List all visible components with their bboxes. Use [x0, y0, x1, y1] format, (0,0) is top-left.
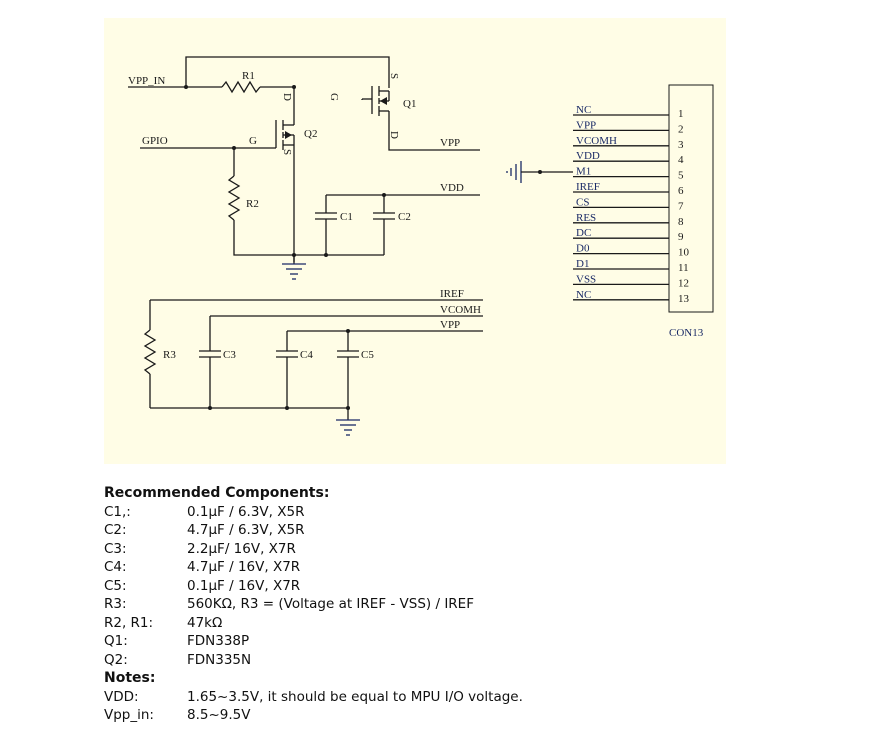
connector-pin-label: VCOMH: [576, 135, 617, 147]
row-value: 0.1µF / 6.3V, X5R: [187, 503, 305, 520]
notes-heading: Notes:: [104, 670, 156, 686]
connector-pin-label: NC: [576, 289, 591, 301]
component-row: Vpp_in: 8.5~9.5V: [104, 706, 804, 725]
row-key: VDD:: [104, 688, 139, 705]
q1-gate-pin: G: [328, 93, 340, 101]
connector-pin-label: DC: [576, 227, 591, 239]
row-value: 4.7µF / 6.3V, X5R: [187, 522, 305, 538]
row-value: FDN335N: [187, 651, 252, 668]
ground-symbol-connector: [506, 161, 573, 183]
con13-connector: [668, 84, 714, 313]
row-key: Q2:: [104, 651, 128, 668]
row-value: 47kΩ: [187, 614, 223, 631]
row-key: R2, R1:: [104, 614, 154, 631]
row-value: 0.1µF / 16V, X7R: [187, 577, 301, 594]
r1-label: R1: [242, 70, 255, 82]
connector-pin-label: VPP: [576, 119, 596, 131]
connector-pin-label: M1: [576, 166, 591, 178]
r2-label: R2: [246, 198, 259, 210]
net-label-vpp-bottom: VPP: [440, 319, 460, 331]
recommended-components: Recommended Components: C1,: 0.1µF / 6.3V…: [104, 484, 804, 725]
ground-symbol-2: [336, 419, 360, 436]
connector-pin-number: 8: [678, 216, 684, 228]
connector-pin-number: 5: [678, 170, 684, 182]
row-value: FDN338P: [187, 633, 250, 649]
component-row: R3: 560KΩ, R3 = (Voltage at IREF - VSS) /…: [104, 595, 804, 614]
row-key: Vpp_in:: [104, 707, 154, 723]
component-row: Q1: FDN338P: [104, 632, 804, 651]
c3-label: C3: [223, 349, 236, 361]
connector-pin-label: VSS: [576, 273, 596, 285]
q1-mosfet: [362, 86, 390, 116]
c1-label: C1: [340, 211, 353, 223]
row-key: R3:: [104, 596, 127, 612]
connector-pin-number: 4: [678, 154, 684, 166]
connector-pin-number: 11: [678, 262, 689, 274]
connector-pin-label: VDD: [576, 150, 600, 162]
connector-pin-number: 10: [678, 247, 690, 259]
c4-label: C4: [300, 349, 313, 361]
net-label-vdd: VDD: [440, 182, 464, 194]
connector-pin-label: NC: [576, 104, 591, 116]
component-row: VDD: 1.65~3.5V, it should be equal to MPU…: [104, 688, 804, 707]
c5-label: C5: [361, 349, 374, 361]
c2-label: C2: [398, 211, 411, 223]
connector-pin-label: D0: [576, 243, 590, 255]
connector-pin-label: CS: [576, 196, 589, 208]
connector-pin-number: 13: [678, 293, 690, 305]
component-row: C5: 0.1µF / 16V, X7R: [104, 577, 804, 596]
q2-drain-pin: D: [281, 93, 293, 101]
connector-pin-number: 2: [678, 123, 684, 135]
r3-label: R3: [163, 349, 176, 361]
r2-resistor: [227, 175, 241, 221]
components-list: C1,: 0.1µF / 6.3V, X5R C2: 4.7µF / 6.3V, X5…: [104, 503, 804, 670]
q1-drain-pin: D: [388, 131, 400, 139]
ground-symbol-1: [282, 255, 306, 280]
row-value: 560KΩ, R3 = (Voltage at IREF - VSS) / IR…: [187, 596, 474, 612]
q2-mosfet: [275, 112, 295, 150]
row-key: C2:: [104, 522, 127, 538]
net-label-vcomh: VCOMH: [440, 304, 481, 316]
net-label-vpp-in: VPP_IN: [128, 75, 165, 87]
row-value: 2.2µF/ 16V, X7R: [187, 540, 296, 557]
connector-pin-number: 9: [678, 231, 684, 243]
connector-pin-label: D1: [576, 258, 589, 270]
q2-gate-pin: G: [249, 135, 257, 147]
q1-label: Q1: [403, 98, 416, 110]
r1-resistor: [221, 80, 261, 94]
connector-pin-number: 3: [678, 139, 684, 151]
connector-pin-number: 7: [678, 200, 684, 212]
row-key: C4:: [104, 559, 127, 575]
net-label-vpp: VPP: [440, 137, 460, 149]
component-row: C2: 4.7µF / 6.3V, X5R: [104, 521, 804, 540]
q2-label: Q2: [304, 128, 317, 140]
connector-pin-number: 6: [678, 185, 684, 197]
row-key: Q1:: [104, 633, 128, 649]
notes-list: VDD: 1.65~3.5V, it should be equal to MPU…: [104, 688, 804, 725]
component-row: C3: 2.2µF/ 16V, X7R: [104, 540, 804, 559]
connector-pin-number: 12: [678, 277, 689, 289]
row-value: 1.65~3.5V, it should be equal to MPU I/O…: [187, 688, 523, 705]
component-row: C1,: 0.1µF / 6.3V, X5R: [104, 503, 804, 522]
component-row: Q2: FDN335N: [104, 651, 804, 670]
q2-source-pin: S: [281, 149, 293, 155]
r3-resistor: [143, 329, 157, 375]
row-value: 4.7µF / 16V, X7R: [187, 559, 301, 575]
row-key: C1,:: [104, 503, 131, 520]
component-row: C4: 4.7µF / 16V, X7R: [104, 558, 804, 577]
row-key: C3:: [104, 540, 127, 557]
components-heading: Recommended Components:: [104, 485, 330, 501]
row-key: C5:: [104, 577, 127, 594]
row-value: 8.5~9.5V: [187, 707, 251, 723]
net-label-gpio: GPIO: [142, 135, 168, 147]
q1-source-pin: S: [388, 73, 400, 79]
connector-pin-label: RES: [576, 212, 596, 224]
component-row: R2, R1: 47kΩ: [104, 614, 804, 633]
schematic-background: [104, 18, 726, 464]
connector-pin-label: IREF: [576, 181, 600, 193]
connector-name: CON13: [669, 327, 704, 339]
connector-pin-number: 1: [678, 108, 684, 120]
net-label-iref: IREF: [440, 288, 464, 300]
